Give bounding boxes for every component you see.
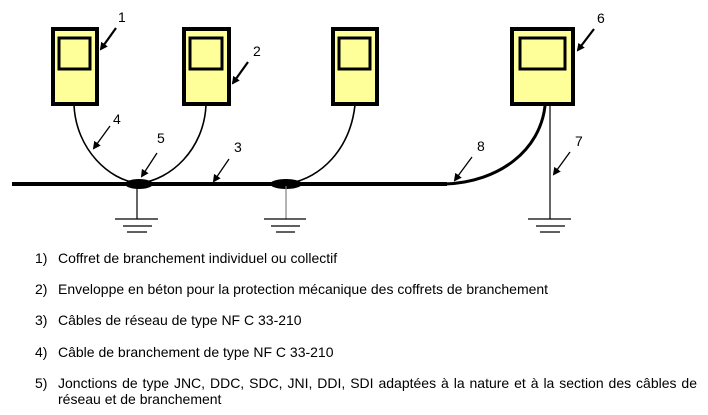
service-box-6 [510, 27, 575, 106]
callout-label-3: 3 [234, 139, 242, 155]
connection-cable-8 [444, 105, 547, 186]
legend-number: 4) [35, 344, 48, 360]
ground-symbol-7 [528, 105, 571, 233]
branch-cable-box3 [289, 104, 356, 184]
legend-number: 5) [35, 375, 48, 391]
callout-arrow-3 [212, 158, 230, 183]
callout-arrow-8 [453, 156, 473, 182]
service-box-3 [331, 27, 379, 106]
legend-text: Coffret de branchement individuel ou col… [58, 250, 338, 266]
callout-label-7: 7 [575, 133, 583, 149]
legend-text: Câble de branchement de type NF C 33-210 [58, 344, 334, 360]
junction-2 [270, 179, 302, 189]
service-box-2 [182, 27, 231, 106]
legend-text: Enveloppe en béton pour la protection mé… [58, 281, 549, 297]
callout-label-5: 5 [157, 130, 165, 146]
callout-arrow-1 [99, 27, 117, 51]
callout-label-8: 8 [477, 138, 485, 154]
branch-cable-box2 [139, 104, 207, 184]
junction-5 [125, 179, 153, 189]
callout-arrow-6 [576, 28, 595, 52]
callout-arrow-7 [552, 151, 571, 176]
network-diagram: 1 2 3 4 5 6 7 8 [12, 9, 605, 233]
ground-symbol-1 [115, 186, 158, 233]
service-box-1 [51, 27, 99, 106]
ground-symbol-2 [264, 186, 306, 233]
branch-cable-box1 [73, 104, 138, 184]
callout-label-4: 4 [113, 111, 121, 127]
legend-text: Câbles de réseau de type NF C 33-210 [58, 312, 302, 328]
legend-number: 3) [35, 312, 48, 328]
callout-label-1: 1 [118, 9, 126, 25]
callout-arrow-4 [92, 125, 111, 150]
callout-arrow-2 [231, 61, 249, 85]
legend-number: 1) [35, 250, 48, 266]
legend-number: 2) [35, 281, 48, 297]
legend-text: Jonctions de type JNC, DDC, SDC, JNI, DD… [58, 375, 697, 407]
callout-label-2: 2 [253, 43, 261, 59]
callout-label-6: 6 [597, 10, 605, 26]
callout-arrow-5 [140, 152, 158, 178]
